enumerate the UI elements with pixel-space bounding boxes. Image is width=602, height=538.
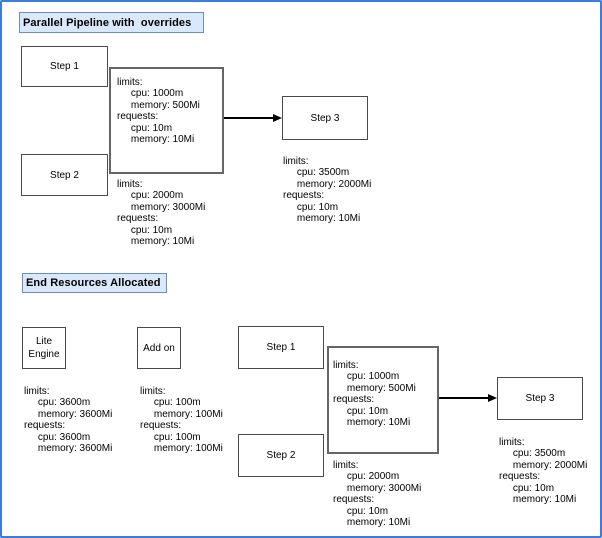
node-end-step-1[interactable]: Step 1 [238,326,324,369]
merge-junction-rect-end [327,346,439,454]
merge-junction-rect-parallel [109,67,224,174]
section-title-parallel-pipeline[interactable]: Parallel Pipeline with overrides [19,12,204,33]
node-label: Step 2 [266,450,296,461]
resources-add-on: limits: cpu: 100m memory: 100Mi requests… [140,386,223,455]
node-parallel-step-3[interactable]: Step 3 [282,96,368,140]
node-parallel-step-2[interactable]: Step 2 [21,154,108,196]
resources-parallel-step-2: limits: cpu: 2000m memory: 3000Mi reques… [117,179,206,248]
resources-end-step-1: limits: cpu: 1000m memory: 500Mi request… [333,360,416,429]
arrow-connector-end-step-3 [439,397,489,399]
node-label: Lite Engine [28,336,60,360]
node-add-on[interactable]: Add on [137,327,181,369]
node-label: Step 1 [50,61,79,72]
node-parallel-step-1[interactable]: Step 1 [21,46,108,87]
node-end-step-2[interactable]: Step 2 [238,434,324,477]
node-label: Step 3 [310,112,340,124]
arrow-connector-parallel-step-3 [224,117,274,119]
resources-lite-engine: limits: cpu: 3600m memory: 3600Mi reques… [24,386,113,455]
node-label: Add on [143,342,175,354]
arrowhead-icon [488,393,497,402]
node-label: Step 2 [50,169,79,181]
arrowhead-icon [273,113,282,122]
resources-end-step-3: limits: cpu: 3500m memory: 2000Mi reques… [499,437,588,506]
resources-parallel-step-1: limits: cpu: 1000m memory: 500Mi request… [117,77,200,146]
node-label: Step 3 [525,393,555,404]
node-lite-engine[interactable]: Lite Engine [22,327,66,369]
section-title-end-resources[interactable]: End Resources Allocated [22,273,167,293]
node-end-step-3[interactable]: Step 3 [497,377,583,420]
resources-end-step-2: limits: cpu: 2000m memory: 3000Mi reques… [333,460,422,529]
resources-parallel-step-3: limits: cpu: 3500m memory: 2000Mi reques… [283,156,372,225]
node-label: Step 1 [266,342,296,353]
